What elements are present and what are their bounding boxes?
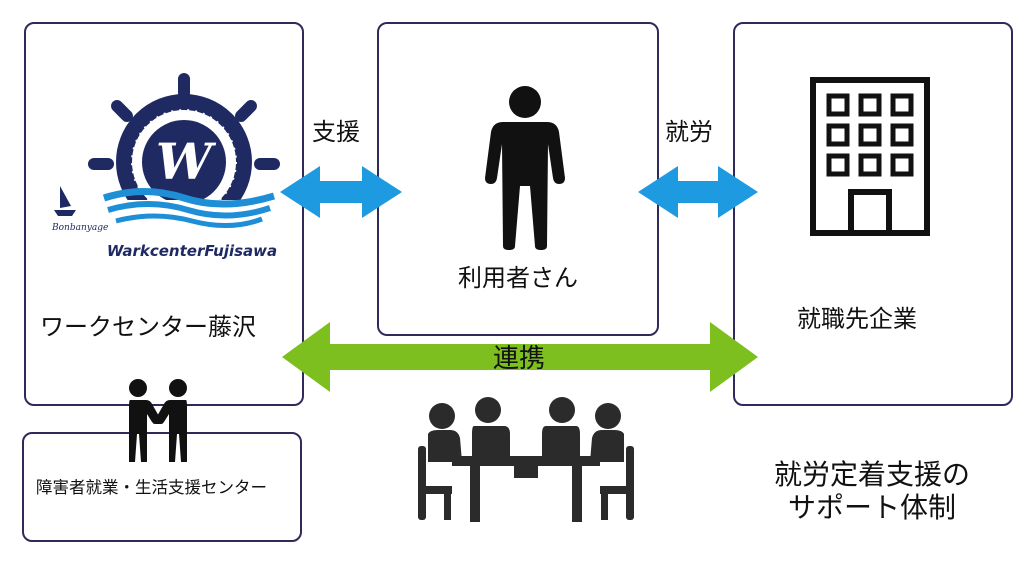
support-center-label: 障害者就業・生活支援センター bbox=[36, 478, 267, 497]
logo-script: Bonbanyage bbox=[51, 223, 108, 233]
support-edge-label: 支援 bbox=[312, 118, 360, 146]
caption: 就労定着支援の サポート体制 bbox=[752, 458, 992, 524]
workcenter-label: ワークセンター藤沢 bbox=[40, 313, 256, 341]
meeting-table-icon bbox=[418, 397, 634, 522]
support-arrow bbox=[280, 166, 402, 218]
logo-text: WarkcenterFujisawa bbox=[107, 242, 277, 260]
caption-line-1: 就労定着支援の bbox=[773, 458, 970, 491]
logo-letter: W bbox=[156, 132, 217, 191]
ship-wheel-logo: W Bonbanyage WarkcenterFujisawa bbox=[51, 73, 280, 260]
employer-box bbox=[733, 22, 1013, 406]
work-edge-label: 就労 bbox=[665, 118, 713, 146]
user-label: 利用者さん bbox=[458, 264, 578, 292]
link-arrow bbox=[282, 322, 758, 392]
employer-label: 就職先企業 bbox=[797, 305, 917, 333]
link-edge-label: 連携 bbox=[493, 344, 546, 374]
person-icon bbox=[485, 86, 565, 250]
handshake-icon bbox=[129, 379, 187, 462]
work-arrow bbox=[638, 166, 758, 218]
support-center-box bbox=[22, 432, 302, 542]
office-building-icon bbox=[810, 77, 930, 236]
caption-line-2: サポート体制 bbox=[787, 491, 956, 525]
